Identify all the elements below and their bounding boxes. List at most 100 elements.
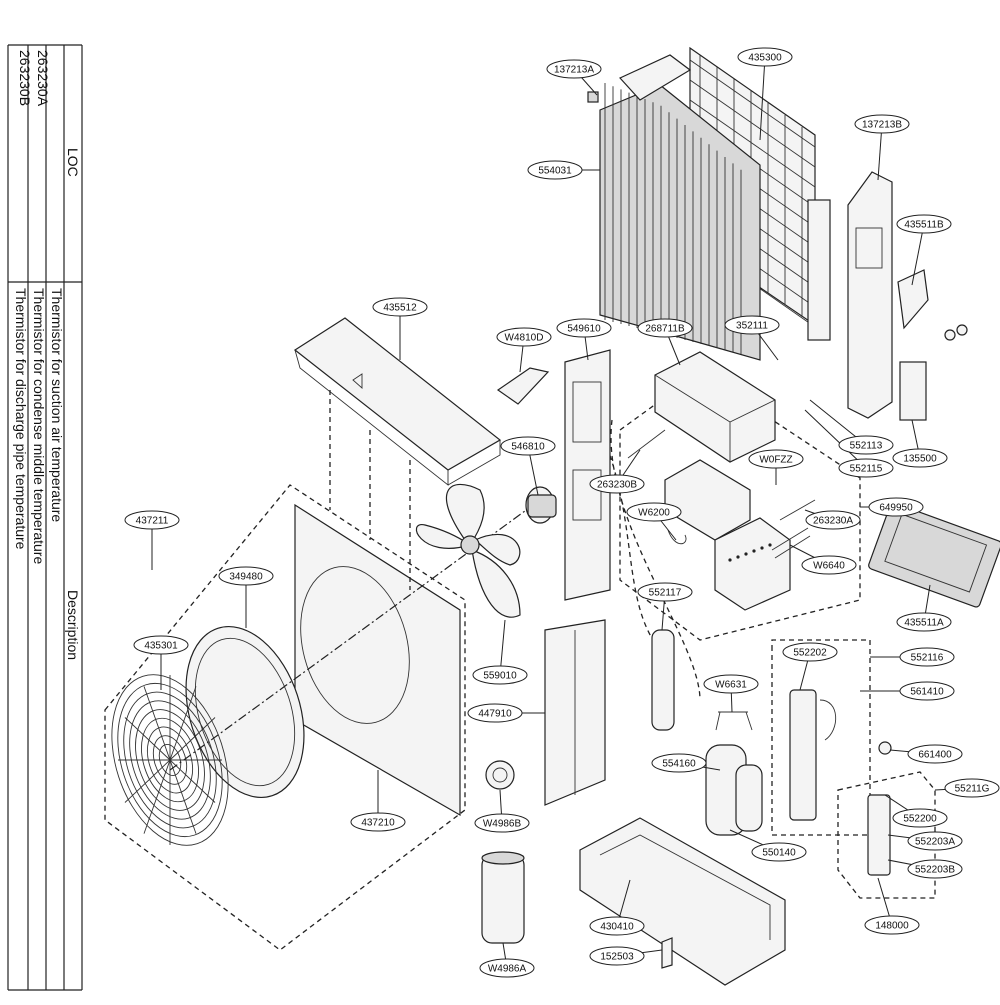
coil-side-pipes bbox=[807, 199, 831, 341]
top-cover-plate bbox=[293, 317, 502, 471]
partition-panel bbox=[544, 619, 606, 806]
part-label-349480: 349480 bbox=[218, 566, 274, 586]
table-row-3-description: Thermistor for discharge pipe temperatur… bbox=[13, 288, 29, 550]
leader-435511b bbox=[911, 223, 925, 286]
part-number-552202: 552202 bbox=[793, 648, 827, 659]
part-number-263230a: 263230A bbox=[813, 516, 853, 527]
control-box-group-outline bbox=[619, 371, 861, 641]
part-number-552116: 552116 bbox=[911, 653, 944, 664]
part-number-w6631: W6631 bbox=[715, 680, 747, 691]
cover-135500 bbox=[899, 361, 927, 421]
part-number-349480: 349480 bbox=[229, 572, 263, 583]
part-label-w4986a: W4986A bbox=[479, 958, 535, 978]
part-label-w6640: W6640 bbox=[801, 555, 857, 575]
pcb-tray bbox=[664, 459, 751, 541]
part-number-447910: 447910 bbox=[478, 709, 512, 720]
table-row-2-loc: 263230B bbox=[17, 50, 33, 106]
part-number-552203b: 552203B bbox=[915, 865, 955, 876]
part-number-152503: 152503 bbox=[600, 952, 634, 963]
cap-1 bbox=[944, 329, 956, 341]
part-label-546810: 546810 bbox=[500, 436, 556, 456]
service-valves bbox=[867, 741, 892, 876]
part-number-135500: 135500 bbox=[903, 454, 937, 465]
part-label-552115: 552115 bbox=[838, 458, 894, 478]
part-label-554031: 554031 bbox=[527, 160, 583, 180]
part-number-559010: 559010 bbox=[483, 671, 517, 682]
part-label-137213b: 137213B bbox=[854, 114, 910, 134]
fan-motor bbox=[525, 486, 557, 524]
base-pan bbox=[579, 817, 786, 986]
part-label-435301: 435301 bbox=[133, 635, 189, 655]
part-label-55211g: 55211G bbox=[944, 778, 1000, 798]
part-label-148000: 148000 bbox=[864, 915, 920, 935]
part-label-w0fzz: W0FZZ bbox=[748, 449, 804, 469]
table-row-1-loc: 263230A bbox=[35, 50, 51, 107]
part-number-561410: 561410 bbox=[910, 687, 944, 698]
four-way-valve bbox=[789, 689, 837, 821]
table-header-description: Description bbox=[65, 590, 81, 660]
part-number-430410: 430410 bbox=[600, 922, 634, 933]
cover-435511a bbox=[868, 502, 1000, 608]
side-panel bbox=[847, 171, 893, 419]
part-number-552203a: 552203A bbox=[915, 837, 955, 848]
part-label-435511b: 435511B bbox=[896, 214, 952, 234]
condenser-coil-assembly bbox=[587, 46, 831, 361]
bracket-w4810d bbox=[496, 367, 550, 405]
part-label-268711b: 268711B bbox=[637, 318, 693, 338]
parts-legend-table: LOC Description 263230A 263230B Thermist… bbox=[7, 44, 83, 991]
leader-552115 bbox=[804, 409, 867, 469]
part-number-352111: 352111 bbox=[736, 321, 768, 332]
part-number-137213a: 137213A bbox=[554, 65, 594, 76]
part-number-435300: 435300 bbox=[748, 53, 782, 64]
pcb-board bbox=[714, 517, 791, 611]
part-label-561410: 561410 bbox=[899, 681, 955, 701]
part-number-263230b: 263230B bbox=[597, 480, 637, 491]
thermistor-263230a bbox=[779, 499, 816, 521]
top-cover bbox=[293, 317, 502, 486]
part-label-435300: 435300 bbox=[737, 47, 793, 67]
part-label-435511a: 435511A bbox=[896, 612, 952, 632]
part-number-552113: 552113 bbox=[850, 441, 883, 452]
part-label-552200: 552200 bbox=[892, 808, 948, 828]
assembly-outlines bbox=[104, 371, 936, 951]
front-panel-group-outline bbox=[104, 484, 466, 951]
motor-support-body bbox=[564, 349, 611, 601]
part-label-552117: 552117 bbox=[637, 582, 693, 602]
part-label-550140: 550140 bbox=[751, 842, 807, 862]
part-label-w4810d: W4810D bbox=[496, 327, 552, 347]
part-number-437210: 437210 bbox=[361, 818, 395, 829]
part-label-430410: 430410 bbox=[589, 916, 645, 936]
part-label-w6631: W6631 bbox=[703, 674, 759, 694]
part-label-552116: 552116 bbox=[899, 647, 955, 667]
part-number-w6640: W6640 bbox=[813, 561, 845, 572]
part-label-559010: 559010 bbox=[472, 665, 528, 685]
thermistor-263230b bbox=[627, 429, 666, 459]
part-label-352111: 352111 bbox=[724, 315, 780, 335]
part-label-552113: 552113 bbox=[838, 435, 894, 455]
part-label-552202: 552202 bbox=[782, 642, 838, 662]
part-label-w6200: W6200 bbox=[626, 502, 682, 522]
valve-group-outline bbox=[771, 639, 871, 836]
table-header-loc: LOC bbox=[65, 148, 81, 177]
part-label-437210: 437210 bbox=[350, 812, 406, 832]
part-label-137213a: 137213A bbox=[546, 59, 602, 79]
fan-guard bbox=[111, 499, 541, 846]
cap-2 bbox=[956, 324, 968, 336]
part-number-554160: 554160 bbox=[662, 759, 696, 770]
part-number-435511b: 435511B bbox=[904, 220, 944, 231]
side-panel-assembly bbox=[847, 171, 968, 421]
part-label-435512: 435512 bbox=[372, 297, 428, 317]
part-number-w4986a: W4986A bbox=[488, 964, 527, 975]
table-row-2-description: Thermistor for condense middle temperatu… bbox=[31, 288, 47, 564]
coil-top-bracket bbox=[619, 54, 692, 101]
part-label-263230b: 263230B bbox=[589, 474, 645, 494]
part-number-w4810d: W4810D bbox=[505, 333, 544, 344]
part-number-661400: 661400 bbox=[918, 750, 952, 761]
part-number-552117: 552117 bbox=[649, 588, 682, 599]
control-box bbox=[654, 351, 1000, 611]
clamp-w4986b bbox=[485, 760, 515, 790]
part-number-437211: 437211 bbox=[136, 516, 169, 527]
table-row-1-description: Thermistor for suction air temperature bbox=[49, 288, 65, 522]
part-number-268711b: 268711B bbox=[645, 324, 685, 335]
front-panel-body bbox=[294, 503, 461, 817]
